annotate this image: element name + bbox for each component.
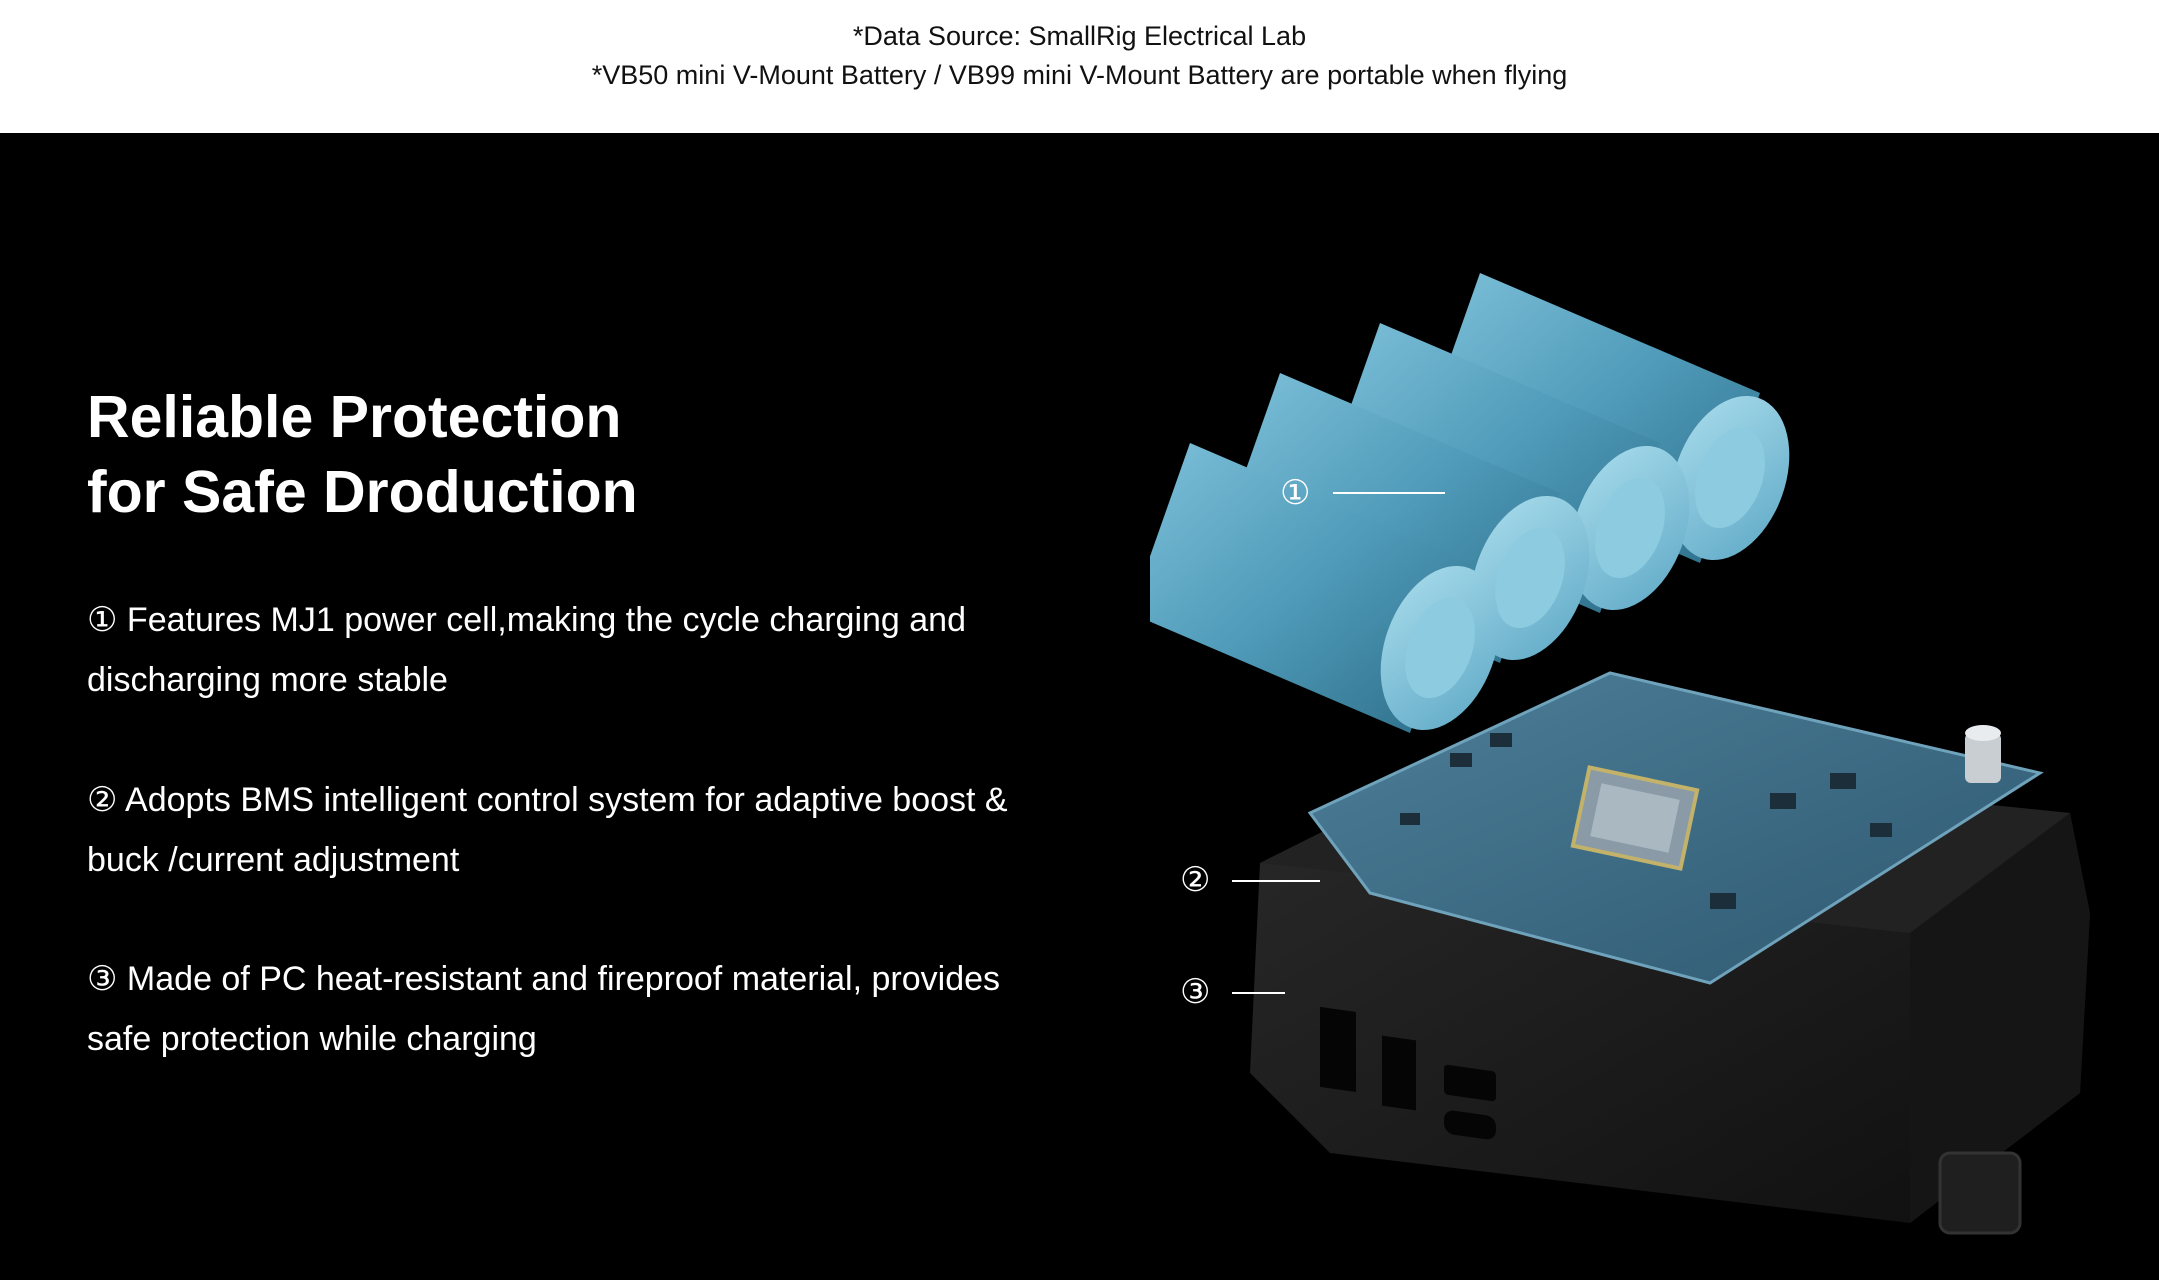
section-headline: Reliable Protection for Safe Droduction: [87, 380, 638, 530]
headline-line-1: Reliable Protection: [87, 384, 622, 450]
callout-3-label: ③: [1180, 972, 1210, 1012]
feature-bms-control: ② Adopts BMS intelligent control system …: [87, 781, 1008, 879]
battery-exploded-view-image: ① ② ③: [1150, 273, 2090, 1235]
callout-2: ②: [1180, 860, 1320, 900]
feature-fireproof-material: ③ Made of PC heat-resistant and fireproo…: [87, 960, 1001, 1058]
top-notes-band: *Data Source: SmallRig Electrical Lab *V…: [0, 0, 2159, 133]
power-cells: [1150, 273, 1790, 733]
callout-3: ③: [1180, 972, 1285, 1012]
data-source-note: *Data Source: SmallRig Electrical Lab: [852, 21, 1307, 51]
portability-note: *VB50 mini V-Mount Battery / VB99 mini V…: [591, 60, 1568, 90]
feature-power-cell: ① Features MJ1 power cell,making the cyc…: [87, 601, 967, 699]
callout-1-label: ①: [1280, 473, 1310, 513]
callout-2-label: ②: [1180, 860, 1210, 900]
bms-circuit-board: [1307, 671, 2044, 985]
headline-line-2: for Safe Droduction: [87, 459, 638, 525]
power-cell: [1150, 443, 1500, 733]
callout-1: ①: [1280, 473, 1445, 513]
protection-section: Reliable Protection for Safe Droduction …: [0, 133, 2159, 1280]
